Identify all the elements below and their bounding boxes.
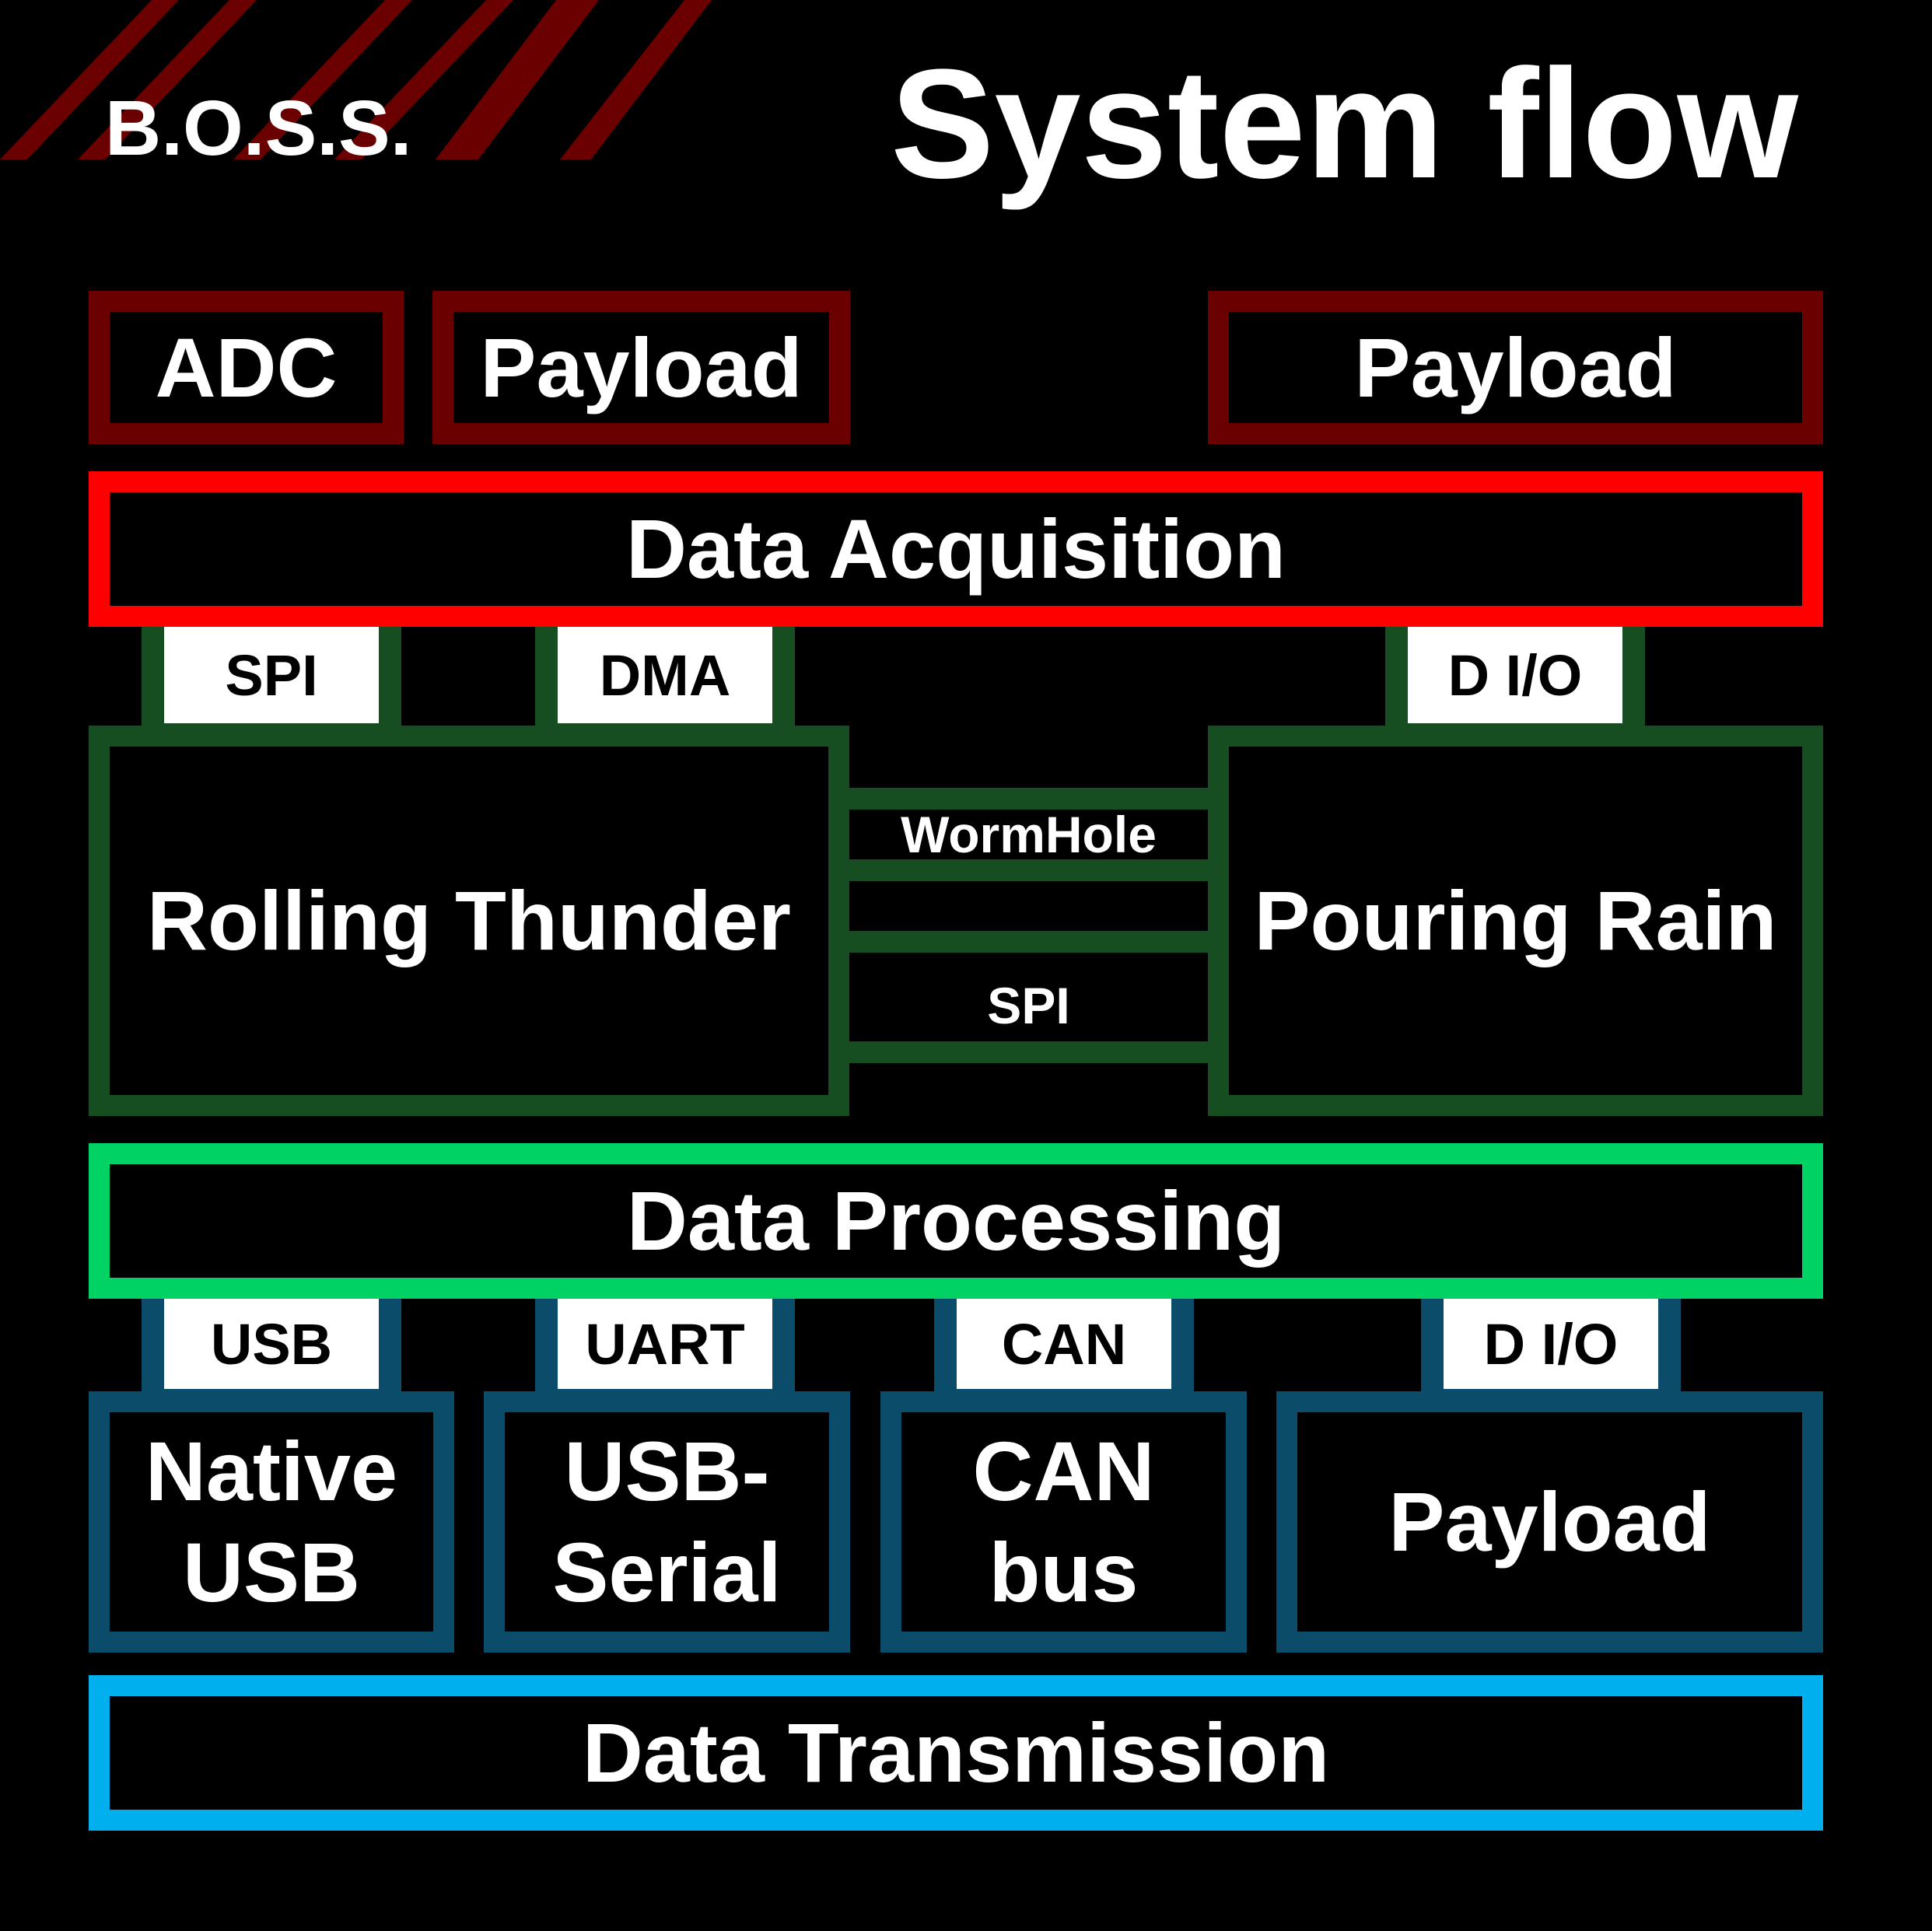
rolling-thunder-label: Rolling Thunder [147, 873, 791, 968]
payload-left-label: Payload [480, 320, 803, 415]
can-bus-line2: bus [989, 1525, 1139, 1619]
data-transmission-bar: Data Transmission [89, 1675, 1823, 1831]
spi-link [849, 953, 1208, 1063]
spi-link-label: SPI [987, 977, 1070, 1034]
dio-acq-connector-label: D I/O [1408, 627, 1622, 723]
data-transmission-label: Data Transmission [582, 1705, 1330, 1800]
payload-left-box: Payload [432, 291, 850, 444]
adc-label: ADC [155, 320, 338, 415]
rolling-thunder-box: Rolling Thunder [89, 726, 849, 1116]
page-title: System flow [891, 37, 1798, 211]
payload-output-label: Payload [1388, 1474, 1711, 1569]
native-usb-line1: Native [145, 1424, 398, 1519]
data-processing-bar: Data Processing [89, 1143, 1823, 1299]
uart-connector-label: UART [558, 1299, 772, 1389]
native-usb-box: Native USB [89, 1391, 454, 1653]
payload-right-label: Payload [1354, 320, 1677, 415]
usb-connector-label: USB [164, 1299, 379, 1389]
payload-output-box: Payload [1276, 1391, 1823, 1653]
can-bus-box: CAN bus [880, 1391, 1247, 1653]
dio-proc-connector-label: D I/O [1444, 1299, 1658, 1389]
wormhole-link [849, 788, 1208, 881]
adc-box: ADC [89, 291, 404, 444]
usb-serial-line2: Serial [552, 1525, 782, 1619]
middle-link [849, 881, 1208, 953]
native-usb-line2: USB [182, 1525, 361, 1619]
dma-connector-label: DMA [558, 627, 772, 723]
spi-connector-label: SPI [164, 627, 379, 723]
boss-logo [0, 0, 712, 159]
wormhole-label: WormHole [901, 806, 1157, 863]
pouring-rain-label: Pouring Rain [1254, 873, 1777, 968]
data-acquisition-bar: Data Acquisition [89, 471, 1823, 627]
pouring-rain-box: Pouring Rain [1208, 726, 1823, 1116]
logo-text: B.O.S.S. [105, 85, 412, 172]
usb-serial-line1: USB- [564, 1424, 770, 1519]
can-connector-label: CAN [957, 1299, 1171, 1389]
data-processing-label: Data Processing [626, 1174, 1286, 1268]
data-acquisition-label: Data Acquisition [625, 502, 1286, 596]
usb-serial-box: USB- Serial [484, 1391, 850, 1653]
payload-right-box: Payload [1208, 291, 1823, 444]
can-bus-line1: CAN [972, 1424, 1155, 1519]
